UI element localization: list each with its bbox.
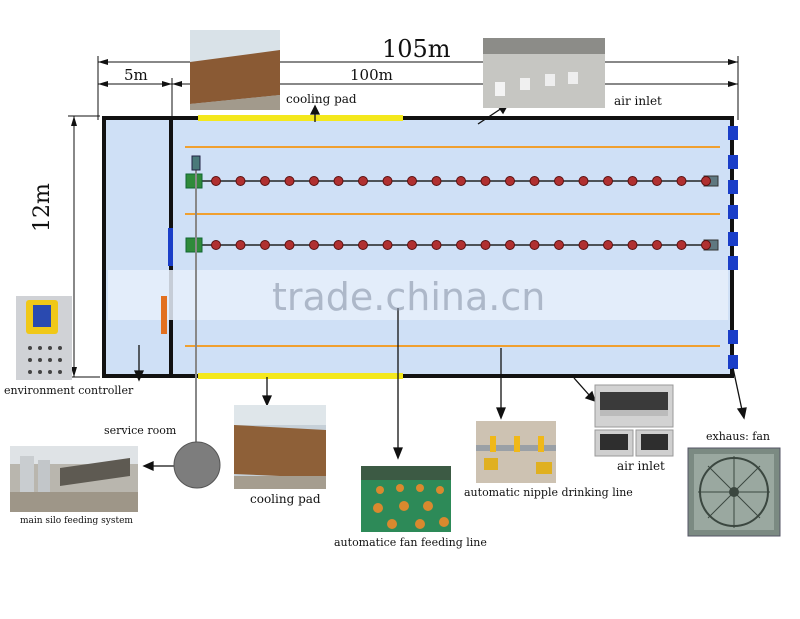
cooling-pad-photo-bottom [234,405,326,489]
feeder-pan [603,176,613,186]
exhaust-fan-unit [728,232,738,246]
exhaust-fan-unit [728,126,738,140]
house-length-label: 100m [350,66,393,84]
feeder-pan [676,176,687,186]
feeder-pan [382,240,393,250]
exhaust-fan-label: exhaus: fan [706,430,771,443]
feeder-pan [701,240,711,250]
cooling-pad-photo-top [190,30,280,110]
feeder-pan [358,240,368,250]
environment-controller-photo [16,296,72,380]
feed-line-hopper [185,237,203,253]
feeder-pan [260,240,270,250]
watermark: trade.china.cn [272,275,546,319]
service-room-door [168,228,173,266]
feeder-pan [235,176,246,186]
cooling-pad-bottom-label: cooling pad [250,492,321,506]
exhaust-fan-unit [728,205,738,219]
exhaust-fan-photo [687,447,781,537]
feeder-pan [480,176,491,186]
exhaust-fan-unit [728,155,738,169]
exhaust-fan-unit [728,355,738,369]
feeder-pan [284,176,295,186]
feeder-pan [333,240,344,250]
feeder-pan [358,176,368,186]
drinking-lines [185,146,720,347]
feeder-pan [456,176,466,186]
pointer-arrows [133,103,747,472]
feeder-pan [529,176,540,186]
feeder-pan [407,240,417,250]
feeder-pan [407,176,417,186]
poultry-house [102,116,734,378]
feeder-pan [505,240,515,250]
feeder-pan [431,176,442,186]
feeder-pan [284,240,295,250]
feeder-pan [333,176,344,186]
exhaust-fans [728,126,738,369]
fan-feeding-label: automatice fan feeding line [334,536,487,549]
exhaust-fan-unit [728,256,738,270]
width-label: 12m [30,183,55,232]
feeder-pan [505,176,515,186]
main-silo-label: main silo feeding system [20,516,133,526]
feeder-pan [676,240,687,250]
feeder-pan [652,240,662,250]
exhaust-fan-unit [728,180,738,194]
environment-controller-label: environment controller [4,384,134,397]
nipple-drinking-label: automatic nipple drinking line [464,486,633,499]
feeder-pan [456,240,466,250]
feed-line-hopper [185,173,203,189]
feeder-pan [603,240,613,250]
feeder-pan [529,240,540,250]
air-inlet-photo-top [483,38,605,108]
feeder-pan [627,240,638,250]
cooling-pad-top-label: cooling pad [286,92,357,106]
air-inlet-bottom-label: air inlet [617,459,665,473]
feeder-pan [578,176,589,186]
feeder-pan [309,176,319,186]
feeder-pan [309,240,319,250]
nipple-drinking-photo [476,421,556,483]
feeder-pan [554,240,564,250]
total-length-label: 105m [382,35,451,63]
feeding-lines [185,173,719,253]
service-room-heater [161,296,167,334]
feeder-pan [260,176,270,186]
service-room-label: service room [104,424,177,437]
feeder-pan [235,240,246,250]
exhaust-fan-unit [728,330,738,344]
feed-hopper [191,155,201,171]
cooling-pad-bottom-strip [198,373,403,379]
feeder-pan [578,240,589,250]
feeder-pan [431,240,442,250]
air-inlet-top-label: air inlet [614,94,662,108]
fan-feeding-photo [361,466,451,532]
feeder-pan [382,176,393,186]
air-inlet-photo-bottom [594,384,674,457]
feeder-pan [701,176,711,186]
feeder-pan [554,176,564,186]
feeder-pan [652,176,662,186]
main-silo-photo [10,446,138,512]
silo-tank [173,441,221,489]
feeder-pan [627,176,638,186]
feeder-pan [211,240,221,250]
cooling-pad-top-strip [198,115,403,121]
feeder-pan [211,176,221,186]
service-length-label: 5m [124,66,148,84]
feeder-pan [480,240,491,250]
